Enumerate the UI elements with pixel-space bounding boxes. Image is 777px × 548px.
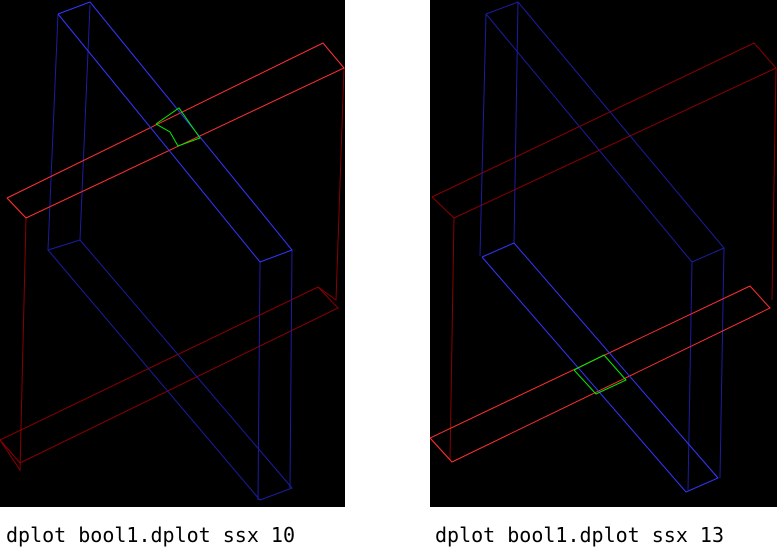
back-edges-right [430,1,777,491]
front-edges-left [6,1,345,263]
wireframe-view-left [0,0,345,507]
blue-vertical-c [687,261,693,491]
green-intersection-left [155,107,201,147]
red-frame-back-right [317,67,345,301]
back-edges-left [0,4,345,501]
green-intersection-right [573,354,627,395]
caption-right: dplot bool1.dplot ssx 13 [435,523,724,547]
red-bar-lower-right [430,285,771,463]
blue-vertical-a [479,13,487,257]
blue-bar-back-left [47,4,91,251]
front-edges-right [430,242,771,493]
blue-vertical-right [289,249,293,489]
blue-bar-upper-right [485,1,725,263]
blue-vertical-b [513,1,519,245]
blue-bar-lower-right [481,242,719,493]
blue-lower-bar-left [47,239,293,501]
wireframe-canvas-right [430,1,777,493]
wireframe-view-right [430,0,777,507]
blue-vertical-d [719,247,725,479]
blue-vertical-left [257,261,261,501]
wireframe-canvas-left [0,1,345,501]
red-frame-back-left-r [430,217,455,462]
blue-bar-front-left [57,1,293,263]
caption-left: dplot bool1.dplot ssx 10 [6,523,295,547]
red-frame-back-right-r [771,67,777,301]
red-bar-upper-left [6,42,345,219]
red-bar-lower-left [0,286,339,464]
